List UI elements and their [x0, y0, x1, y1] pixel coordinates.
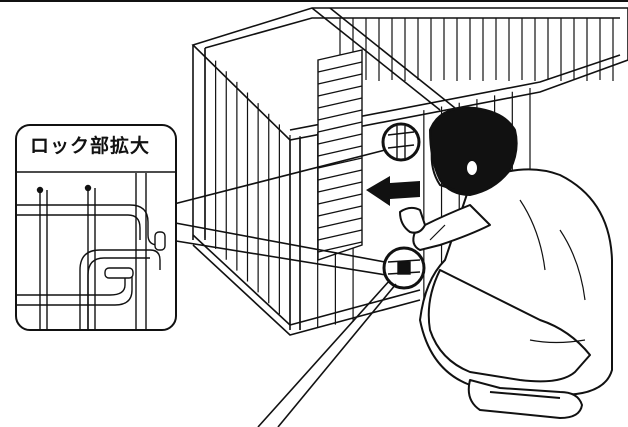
gate-slat: [317, 169, 363, 181]
person-hand: [399, 206, 426, 234]
lock-lower-detail: [387, 259, 421, 275]
person-arm: [412, 204, 491, 251]
gate-slat: [317, 61, 363, 73]
callout-zoom-detail: [17, 171, 175, 330]
lock-upper-detail: [387, 126, 415, 158]
gate-slat: [317, 181, 363, 193]
cage-left-side-bars: [204, 50, 291, 325]
cage-gate: [317, 49, 363, 261]
gate-slat: [317, 205, 363, 217]
gate-slat: [317, 121, 363, 133]
gate-slat: [317, 109, 363, 121]
gate-slat: [317, 193, 363, 205]
lock-highlight-upper: [381, 122, 421, 162]
callout-connector-lines: [169, 149, 397, 427]
gate-slat: [317, 217, 363, 229]
person-shoe: [467, 379, 583, 419]
gate-slat: [317, 73, 363, 85]
gate-slat: [317, 229, 363, 241]
gate-slat: [317, 145, 363, 157]
gate-slat: [317, 157, 363, 169]
arrow-left-icon: [366, 176, 420, 206]
gate-slat: [317, 85, 363, 97]
lock-highlight-lower: [382, 246, 426, 290]
person-hair: [429, 106, 518, 196]
person-legs: [427, 269, 591, 383]
gate-slat: [317, 97, 363, 109]
callout-label: ロック部拡大: [30, 135, 151, 157]
cage-back-bars: [339, 18, 614, 81]
person-crouching: [399, 106, 613, 419]
gate-slat: [317, 133, 363, 145]
